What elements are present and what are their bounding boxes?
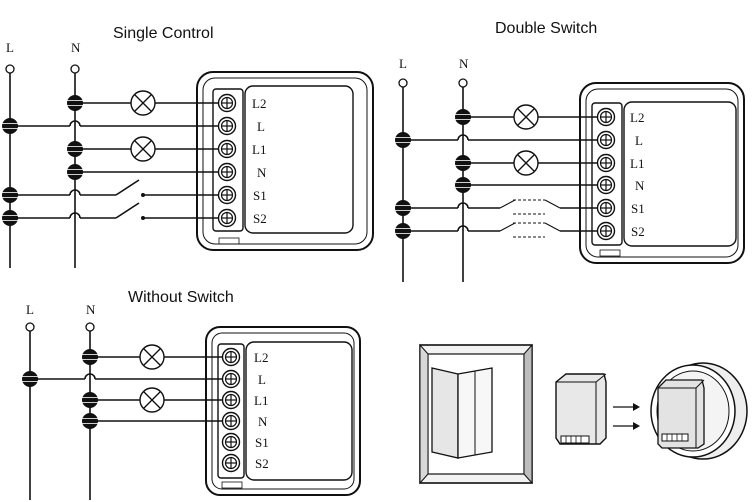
terminal-n: N [258,414,268,429]
line-label-l: L [399,56,407,71]
terminal-l: L [258,372,266,387]
terminal-n: N [635,178,645,193]
wall-box-illustration [650,362,748,460]
module-double: L2 L L1 N S1 S2 [579,82,745,264]
insert-arrows [613,403,640,430]
terminal-s1: S1 [253,188,267,203]
double-switch-title: Double Switch [495,20,597,37]
terminal-s2: S2 [253,211,267,226]
terminal-s1: S1 [255,435,269,450]
single-control-title: Single Control [113,25,214,42]
terminal-l2: L2 [252,96,266,111]
terminal-s1: S1 [631,201,645,216]
module-3d-illustration [555,373,607,445]
line-label-n: N [71,40,81,55]
line-label-n: N [86,302,96,317]
line-label-l: L [6,40,14,55]
terminal-l2: L2 [254,350,268,365]
without-switch-diagram: Without Switch L N L2 L L1 N S1 S2 [21,289,361,500]
terminal-s2: S2 [255,456,269,471]
single-control-diagram: Single Control L N L2 L L1 N S1 S2 [1,25,374,268]
terminal-s2: S2 [631,224,645,239]
terminal-l2: L2 [630,110,644,125]
terminal-l1: L1 [254,393,268,408]
module-without: L2 L L1 N S1 S2 [205,326,361,496]
terminal-l: L [635,133,643,148]
terminal-n: N [257,165,267,180]
module-single: L2 L L1 N S1 S2 [196,71,374,251]
line-label-n: N [459,56,469,71]
double-switch-diagram: Double Switch L N L2 L L1 N S1 S2 [394,20,745,282]
without-switch-title: Without Switch [128,289,234,306]
terminal-l1: L1 [252,142,266,157]
line-label-l: L [26,302,34,317]
terminal-l1: L1 [630,156,644,171]
installation-illustration [419,343,748,485]
terminal-l: L [257,119,265,134]
wall-switch-illustration [419,343,533,485]
